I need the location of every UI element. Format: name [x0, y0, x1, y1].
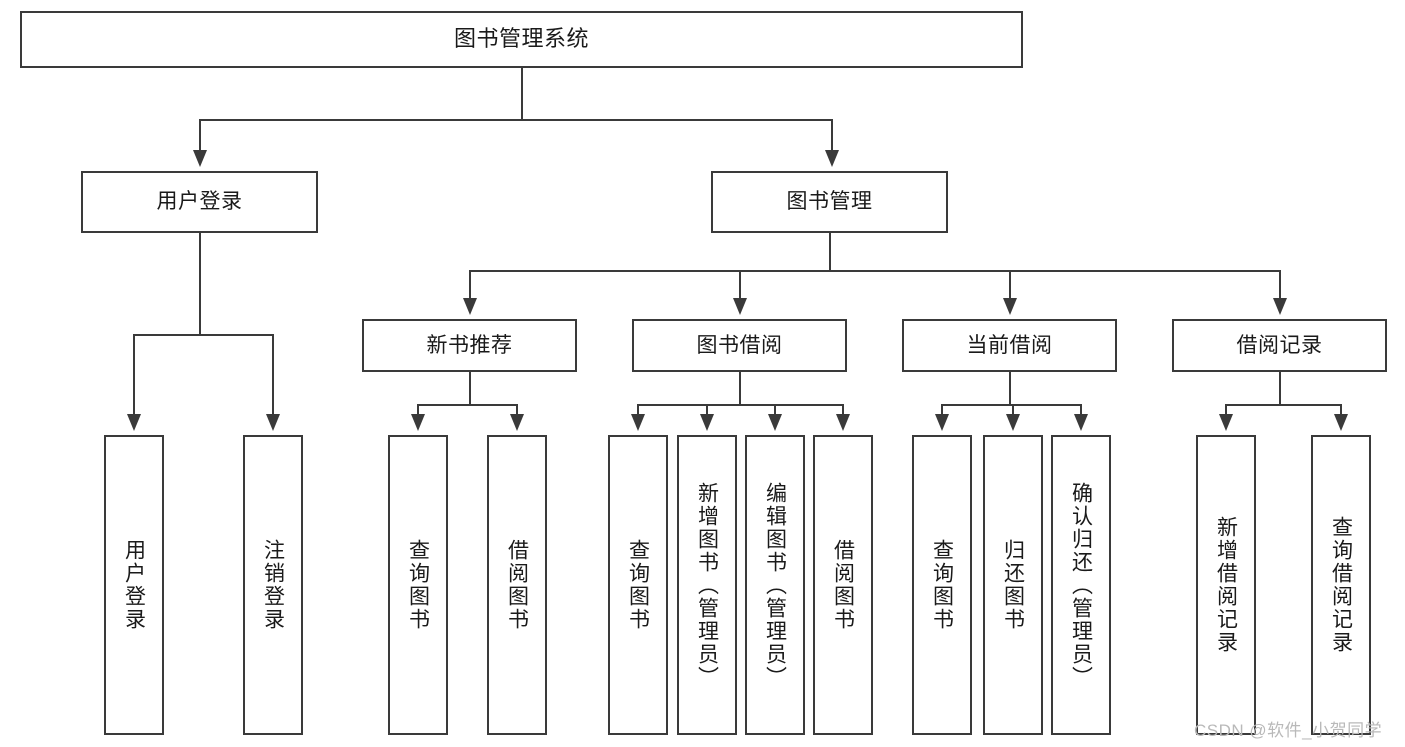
connector-bm-to-current — [1009, 270, 1011, 298]
connector-user-login-bus — [133, 334, 272, 336]
connector-current-to-leaf2 — [1012, 404, 1014, 416]
connector-root-to-book-management — [831, 119, 833, 150]
connector-record-to-leaf1 — [1225, 404, 1227, 416]
connector-borrow-bus — [637, 404, 843, 406]
leaf-user-login-logout[interactable]: 注销登录 — [243, 435, 303, 735]
connector-bm-to-borrow — [739, 270, 741, 298]
node-label: 用户登录 — [122, 539, 146, 631]
leaf-recommend-borrow-book[interactable]: 借阅图书 — [487, 435, 547, 735]
leaf-current-query-book[interactable]: 查询图书 — [912, 435, 972, 735]
leaf-borrow-edit-book-admin[interactable]: 编辑图书（管理员） — [745, 435, 805, 735]
node-new-book-recommend[interactable]: 新书推荐 — [362, 319, 577, 372]
arrowhead-leaf-user-login-login — [127, 414, 141, 431]
connector-current-bus — [941, 404, 1080, 406]
node-label: 当前借阅 — [966, 333, 1053, 357]
arrowhead-current-borrow — [1003, 298, 1017, 315]
node-label: 新增图书（管理员） — [695, 481, 719, 689]
connector-book-management-stem — [829, 233, 831, 271]
connector-borrow-stem — [739, 372, 741, 405]
node-label: 确认归还（管理员） — [1069, 481, 1093, 689]
leaf-current-confirm-return-admin[interactable]: 确认归还（管理员） — [1051, 435, 1111, 735]
connector-recommend-bus — [417, 404, 518, 406]
arrowhead-current-query-book — [935, 414, 949, 431]
arrowhead-borrow-borrow-book — [836, 414, 850, 431]
connector-bm-to-record — [1279, 270, 1281, 298]
arrowhead-book-borrow — [733, 298, 747, 315]
arrowhead-new-book-recommend — [463, 298, 477, 315]
connector-user-login-to-leaf1 — [133, 334, 135, 414]
node-label: 借阅图书 — [831, 539, 855, 631]
node-book-management[interactable]: 图书管理 — [711, 171, 948, 233]
node-label: 编辑图书（管理员） — [763, 481, 787, 689]
arrowhead-record-query-record — [1334, 414, 1348, 431]
node-label: 新书推荐 — [426, 333, 513, 357]
node-label: 查询借阅记录 — [1329, 516, 1353, 654]
connector-recommend-stem — [469, 372, 471, 405]
arrowhead-borrow-query-book — [631, 414, 645, 431]
leaf-record-query-record[interactable]: 查询借阅记录 — [1311, 435, 1371, 735]
node-borrow-record[interactable]: 借阅记录 — [1172, 319, 1387, 372]
node-label: 借阅记录 — [1236, 333, 1323, 357]
leaf-recommend-query-book[interactable]: 查询图书 — [388, 435, 448, 735]
connector-current-to-leaf3 — [1080, 404, 1082, 416]
node-label: 图书管理 — [786, 190, 873, 214]
connector-record-to-leaf2 — [1340, 404, 1342, 416]
arrowhead-current-return-book — [1006, 414, 1020, 431]
leaf-current-return-book[interactable]: 归还图书 — [983, 435, 1043, 735]
connector-root-to-user-login — [199, 119, 201, 150]
leaf-borrow-borrow-book[interactable]: 借阅图书 — [813, 435, 873, 735]
node-label: 新增借阅记录 — [1214, 516, 1238, 654]
arrowhead-leaf-user-login-logout — [266, 414, 280, 431]
node-root-book-management-system[interactable]: 图书管理系统 — [20, 11, 1023, 68]
connector-current-to-leaf1 — [941, 404, 943, 416]
node-book-borrow[interactable]: 图书借阅 — [632, 319, 847, 372]
node-label: 查询图书 — [626, 539, 650, 631]
node-label: 注销登录 — [261, 539, 285, 631]
connector-recommend-to-leaf1 — [417, 404, 419, 416]
node-label: 归还图书 — [1001, 539, 1025, 631]
arrowhead-recommend-borrow-book — [510, 414, 524, 431]
leaf-record-add-record[interactable]: 新增借阅记录 — [1196, 435, 1256, 735]
connector-user-login-to-leaf2 — [272, 334, 274, 414]
node-label: 查询图书 — [930, 539, 954, 631]
node-user-login[interactable]: 用户登录 — [81, 171, 318, 233]
leaf-borrow-query-book[interactable]: 查询图书 — [608, 435, 668, 735]
node-label: 用户登录 — [156, 190, 243, 214]
arrowhead-user-login — [193, 150, 207, 167]
connector-record-bus — [1225, 404, 1342, 406]
node-current-borrow[interactable]: 当前借阅 — [902, 319, 1117, 372]
connector-book-management-bus — [469, 270, 1280, 272]
connector-borrow-to-leaf4 — [842, 404, 844, 416]
connector-borrow-to-leaf3 — [774, 404, 776, 416]
arrowhead-borrow-edit-book — [768, 414, 782, 431]
connector-current-stem — [1009, 372, 1011, 405]
connector-borrow-to-leaf1 — [637, 404, 639, 416]
arrowhead-book-management — [825, 150, 839, 167]
node-label: 查询图书 — [406, 539, 430, 631]
connector-borrow-to-leaf2 — [706, 404, 708, 416]
arrowhead-borrow-record — [1273, 298, 1287, 315]
node-label: 图书管理系统 — [453, 26, 589, 52]
node-label: 图书借阅 — [696, 333, 783, 357]
arrowhead-current-confirm-return — [1074, 414, 1088, 431]
connector-user-login-stem — [199, 233, 201, 335]
watermark-csdn: CSDN @软件_小贺同学 — [1194, 721, 1383, 740]
arrowhead-borrow-add-book — [700, 414, 714, 431]
arrowhead-recommend-query-book — [411, 414, 425, 431]
connector-root-stem — [521, 68, 523, 120]
arrowhead-record-add-record — [1219, 414, 1233, 431]
connector-record-stem — [1279, 372, 1281, 405]
connector-recommend-to-leaf2 — [516, 404, 518, 416]
leaf-user-login-login[interactable]: 用户登录 — [104, 435, 164, 735]
connector-bm-to-recommend — [469, 270, 471, 298]
leaf-borrow-add-book-admin[interactable]: 新增图书（管理员） — [677, 435, 737, 735]
connector-root-bus — [199, 119, 833, 121]
node-label: 借阅图书 — [505, 539, 529, 631]
